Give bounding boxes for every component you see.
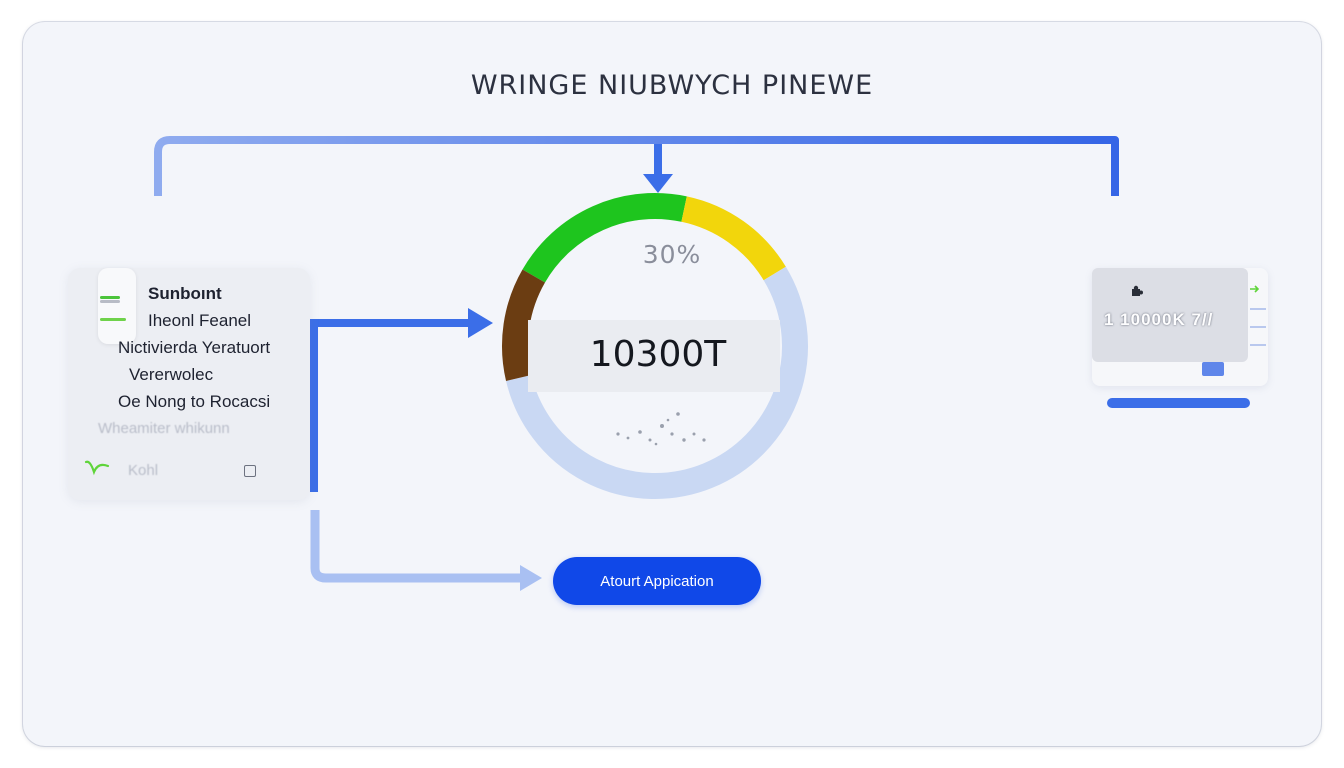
puzzle-icon xyxy=(1132,285,1143,296)
bottom-arrow-head xyxy=(520,565,542,591)
start-application-button[interactable]: Atourt Appication xyxy=(553,557,761,605)
right-card-rule-2 xyxy=(1250,326,1266,328)
right-card-stand xyxy=(1202,362,1224,376)
left-card-line-3: Vererwolec xyxy=(129,365,214,384)
green-arrow-icon xyxy=(1250,285,1260,293)
left-card-faded-line: Wheamiter whikunn xyxy=(98,420,230,437)
green-marker-2 xyxy=(100,318,126,321)
gauge-value-label: 10300T xyxy=(589,334,727,375)
left-card-line-4: Oe Nong to Rocacsi xyxy=(118,392,271,411)
left-card-heading: Sunboınt xyxy=(148,284,222,303)
progress-ring-gauge xyxy=(502,193,808,499)
gray-marker xyxy=(100,300,120,303)
checkbox-icon[interactable] xyxy=(244,465,256,477)
gauge-segment-yellow xyxy=(681,196,786,281)
gauge-value-band xyxy=(528,320,780,392)
gauge-noise-dots xyxy=(616,412,706,446)
gauge-percent-label: 30% xyxy=(642,240,702,269)
check-icon xyxy=(84,460,110,476)
right-card-panel xyxy=(1092,268,1248,362)
left-info-card[interactable] xyxy=(68,268,310,500)
right-card-panel-text: 1 10000K 7// xyxy=(1104,310,1214,329)
left-card-line-2: Nictivierda Yeratuort xyxy=(118,338,271,357)
right-card-rule-3 xyxy=(1250,344,1266,346)
right-card-rule-1 xyxy=(1250,308,1266,310)
card-tab-strip xyxy=(98,268,136,344)
gauge-segment-track xyxy=(506,266,808,499)
right-progress-bar xyxy=(1107,398,1250,408)
left-card-line-1: Iheonl Feanel xyxy=(148,311,252,330)
top-bracket-connector xyxy=(154,136,1119,196)
left-to-gauge-connector xyxy=(310,319,472,492)
down-arrow-head xyxy=(643,174,673,193)
right-preview-card[interactable]: 1 10000K 7// xyxy=(1092,268,1268,386)
diagram-title: WRINGE NIUBWYCH PINEWE xyxy=(470,70,874,101)
left-card-faded-footer: Kohl xyxy=(128,462,159,479)
bottom-connector xyxy=(310,510,522,583)
gauge-segment-green xyxy=(522,193,687,283)
gauge-segment-brown xyxy=(502,269,546,381)
right-arrow-head xyxy=(468,308,493,338)
green-marker xyxy=(100,296,120,299)
